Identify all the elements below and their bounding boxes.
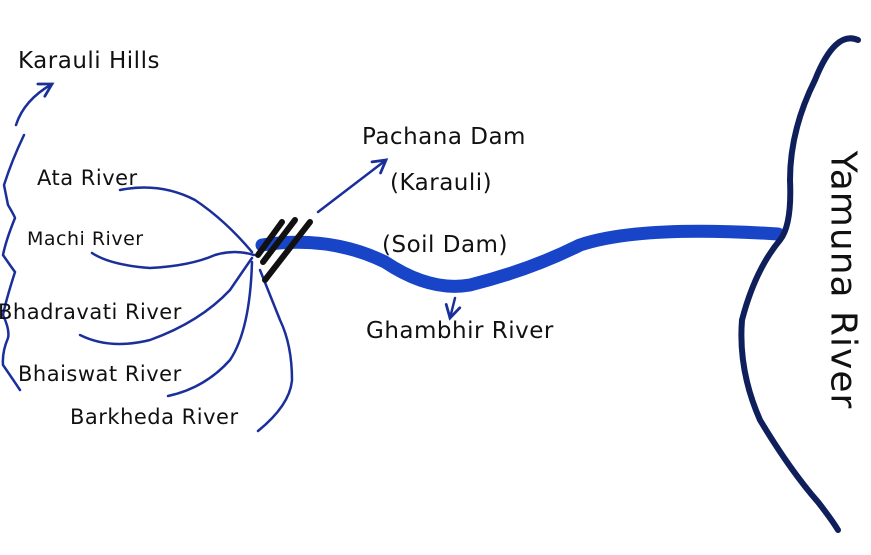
bhaiswat-river-line: [166, 260, 254, 398]
yamuna-river-label: Yamuna River: [822, 150, 864, 410]
bhadravati-river-label: Bhadravati River: [0, 300, 182, 324]
soil-dam-label: (Soil Dam): [382, 232, 508, 258]
pachana-dam-label: Pachana Dam: [362, 124, 526, 150]
ata-river-line: [118, 186, 254, 254]
barkheda-river-label: Barkheda River: [70, 405, 239, 429]
machi-river-line: [90, 250, 256, 270]
dam-symbol: [255, 217, 313, 283]
ata-river-label: Ata River: [37, 166, 138, 190]
karauli-hills-label: Karauli Hills: [18, 48, 160, 74]
ghambhir-river-label: Ghambhir River: [366, 318, 554, 344]
arrow-to-karauli-hills: [14, 82, 55, 127]
ghambhir-river-line: [255, 224, 785, 293]
yamuna-river-line: [738, 35, 861, 533]
barkheda-river-line: [256, 268, 294, 433]
machi-river-label: Machi River: [27, 228, 144, 250]
arrow-to-ghambhir-label: [444, 296, 462, 321]
bhadravati-river-line: [78, 256, 254, 346]
bhaiswat-river-label: Bhaiswat River: [18, 362, 182, 386]
arrow-to-pachana-dam: [316, 158, 389, 214]
tributaries-brace: [1, 133, 26, 392]
pachana-location-label: (Karauli): [390, 170, 493, 196]
